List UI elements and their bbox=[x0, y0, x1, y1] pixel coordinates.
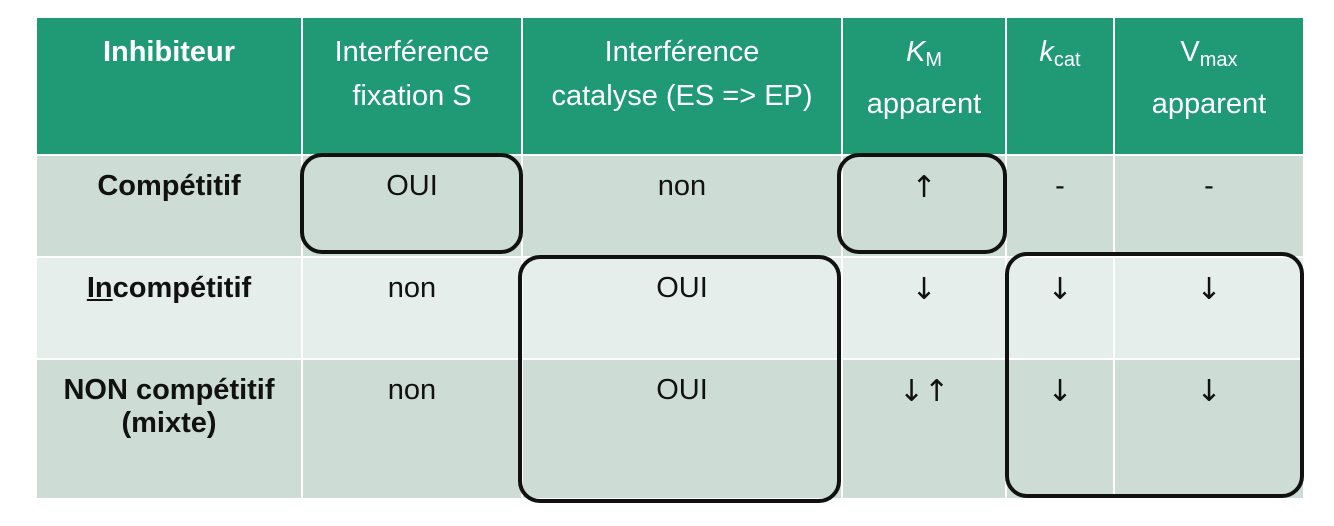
cell-catalyse: OUI bbox=[521, 358, 843, 500]
cell-km: ↓ bbox=[841, 256, 1007, 360]
cell-vmax: - bbox=[1113, 154, 1305, 258]
row-competitif: Compétitif OUI non ↑ - - bbox=[35, 154, 1305, 258]
row-non-competitif: NON compétitif(mixte) non OUI ↓↑ ↓ ↓ bbox=[35, 358, 1305, 500]
row-incompetitif: Incompétitif non OUI ↓ ↓ ↓ bbox=[35, 256, 1305, 360]
row-label: Compétitif bbox=[35, 154, 303, 258]
header-kcat: kcat bbox=[1005, 16, 1115, 156]
cell-vmax: ↓ bbox=[1113, 358, 1305, 500]
cell-catalyse: OUI bbox=[521, 256, 843, 360]
row-label: NON compétitif(mixte) bbox=[35, 358, 303, 500]
cell-kcat: ↓ bbox=[1005, 256, 1115, 360]
row-label: Incompétitif bbox=[35, 256, 303, 360]
cell-kcat: - bbox=[1005, 154, 1115, 258]
cell-vmax: ↓ bbox=[1113, 256, 1305, 360]
cell-fixation: non bbox=[301, 256, 523, 360]
cell-fixation: non bbox=[301, 358, 523, 500]
cell-catalyse: non bbox=[521, 154, 843, 258]
cell-km: ↑ bbox=[841, 154, 1007, 258]
cell-kcat: ↓ bbox=[1005, 358, 1115, 500]
cell-fixation: OUI bbox=[301, 154, 523, 258]
header-inhibiteur: Inhibiteur bbox=[35, 16, 303, 156]
cell-km: ↓↑ bbox=[841, 358, 1007, 500]
